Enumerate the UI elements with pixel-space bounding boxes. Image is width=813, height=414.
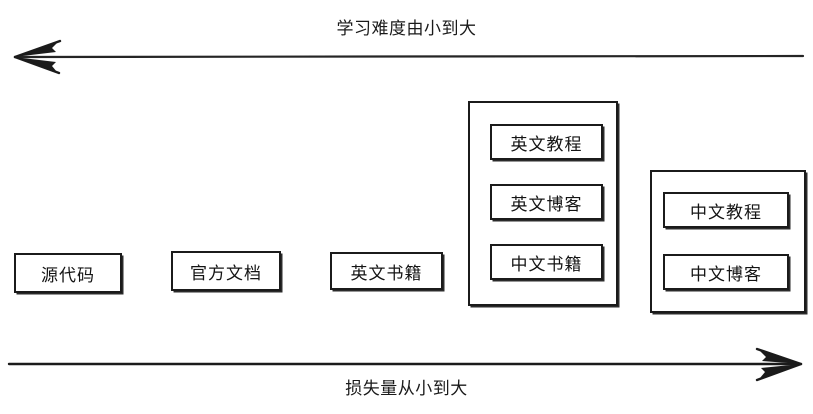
- node-label: 英文博客: [510, 194, 583, 215]
- node-label: 官方文档: [190, 263, 262, 284]
- group-english-resources: 英文教程 英文博客 中文书籍: [468, 101, 618, 306]
- bottom-axis-label: 损失量从小到大: [345, 379, 468, 399]
- node-label: 英文教程: [510, 134, 583, 155]
- group-chinese-resources: 中文教程 中文博客: [650, 170, 806, 313]
- node-chinese-blog[interactable]: 中文博客: [663, 254, 789, 290]
- node-english-blog[interactable]: 英文博客: [490, 184, 603, 220]
- node-label: 中文博客: [690, 264, 762, 285]
- node-chinese-books[interactable]: 中文书籍: [490, 244, 603, 280]
- top-axis-label: 学习难度由小到大: [336, 19, 477, 39]
- node-english-books[interactable]: 英文书籍: [330, 252, 443, 290]
- node-english-tutorial[interactable]: 英文教程: [490, 124, 603, 160]
- node-label: 英文书籍: [350, 263, 423, 284]
- arrow-left-icon: [13, 39, 805, 75]
- node-label: 中文教程: [690, 202, 762, 223]
- node-official-docs[interactable]: 官方文档: [171, 251, 281, 291]
- node-label: 中文书籍: [510, 254, 583, 275]
- node-chinese-tutorial[interactable]: 中文教程: [663, 192, 789, 228]
- node-source-code[interactable]: 源代码: [14, 253, 122, 293]
- node-label: 源代码: [41, 265, 95, 286]
